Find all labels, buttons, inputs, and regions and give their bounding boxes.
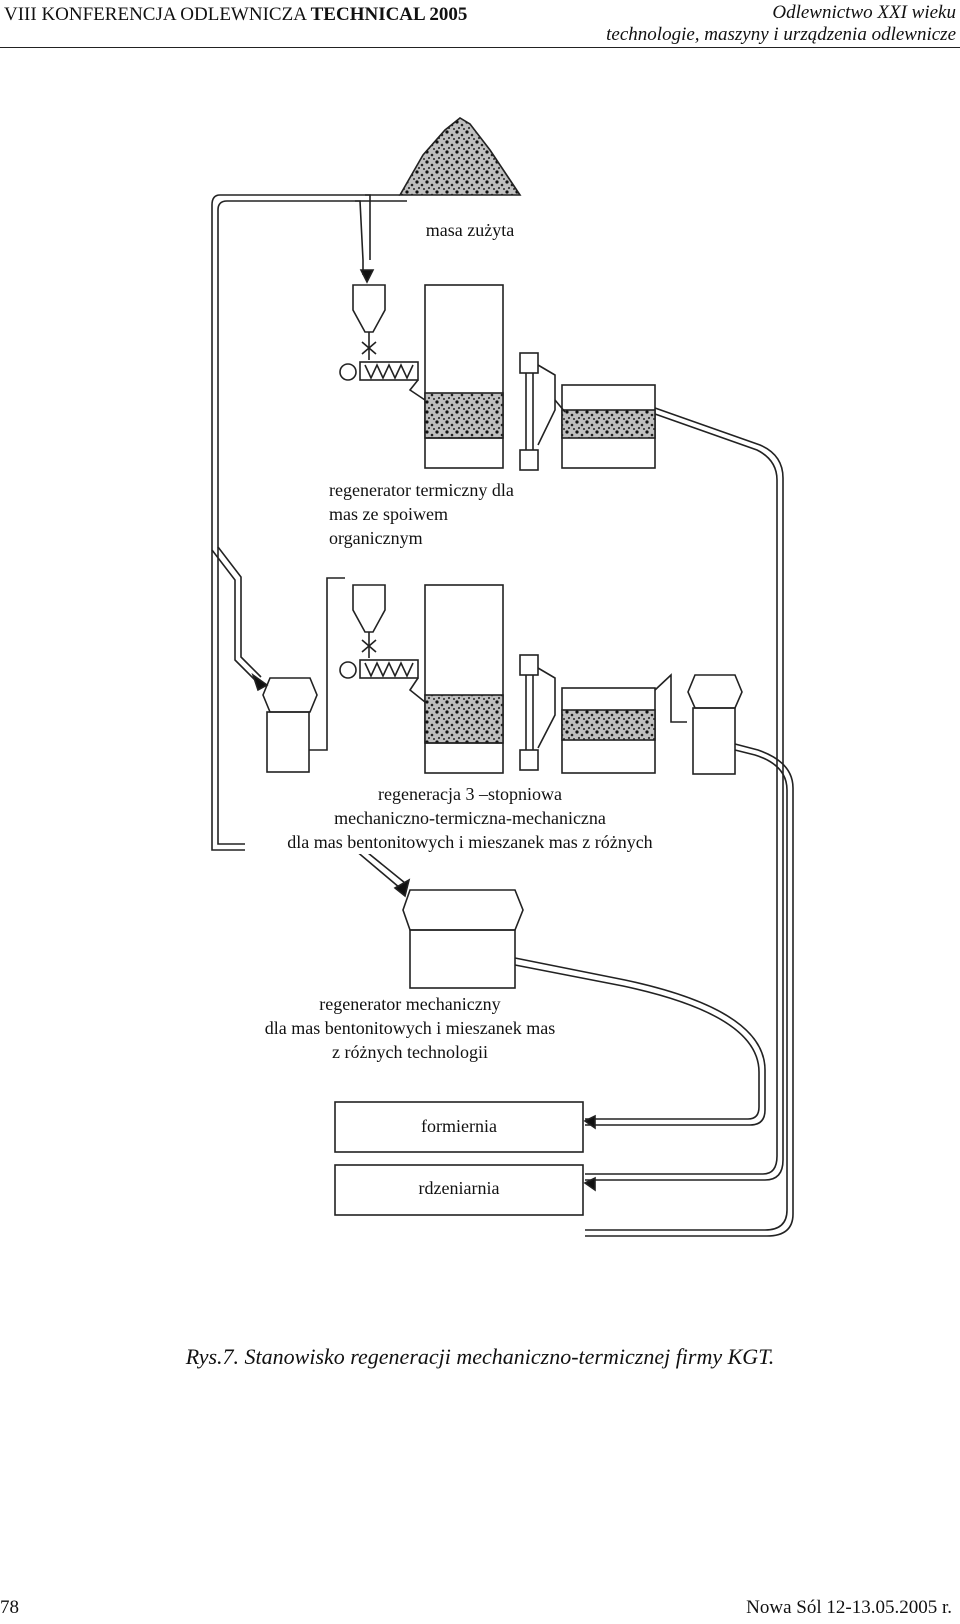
- header-divider: [0, 47, 960, 48]
- label-three-stage-regeneration: regeneracja 3 –stopniowa mechaniczno-ter…: [245, 782, 695, 854]
- mechanical-regenerator-main: [402, 889, 524, 931]
- hopper-2: [352, 584, 386, 633]
- arrow-moulding: [583, 1114, 596, 1130]
- motor-2: [339, 661, 357, 679]
- label-core-shop: rdzeniarnia: [337, 1176, 581, 1200]
- mechanical-regenerator-b: [687, 674, 743, 709]
- arrow-core: [583, 1176, 596, 1192]
- label-mechanical-line3: z różnych technologii: [332, 1042, 488, 1062]
- label-thermal-regenerator: regenerator termiczny dla mas ze spoiwem…: [329, 478, 549, 550]
- label-mechanical-regenerator: regenerator mechaniczny dla mas bentonit…: [220, 992, 600, 1064]
- page-header: VIII KONFERENCJA ODLEWNICZA TECHNICAL 20…: [0, 0, 960, 50]
- pipe-arrow-main: [393, 878, 411, 898]
- journal-title-line1: Odlewnictwo XXI wieku: [772, 2, 956, 23]
- label-waste-sand-text: masa zużyta: [425, 220, 515, 240]
- diagram-svg: [211, 117, 794, 1237]
- label-three-stage-line3: dla mas bentonitowych i mieszanek mas z …: [287, 832, 653, 852]
- pipe-arrow-hopper-1: [359, 269, 375, 284]
- pipe-arrow-mech-a: [251, 672, 269, 692]
- label-thermal-line3: organicznym: [329, 528, 423, 548]
- motor-1: [339, 363, 357, 381]
- label-thermal-line2: mas ze spoiwem: [329, 504, 448, 524]
- page-number: 78: [0, 1597, 19, 1618]
- label-three-stage-line1: regeneracja 3 –stopniowa: [378, 784, 562, 804]
- moulding-shop-box: [334, 1101, 584, 1153]
- mechanical-regenerator-a: [262, 677, 318, 713]
- conference-edition: TECHNICAL 2005: [310, 4, 468, 25]
- journal-title: Odlewnictwo XXI wieku technologie, maszy…: [606, 2, 956, 46]
- label-mechanical-line1: regenerator mechaniczny: [319, 994, 501, 1014]
- footer-place-date: Nowa Sól 12-13.05.2005 r.: [746, 1597, 952, 1618]
- label-waste-sand: masa zużyta: [395, 218, 545, 242]
- bucket-elevator-2: [519, 654, 539, 676]
- journal-title-line2: technologie, maszyny i urządzenia odlewn…: [606, 24, 956, 45]
- thermal-regenerator-2: [424, 584, 504, 774]
- waste-sand-pile: [398, 117, 522, 196]
- label-mechanical-line2: dla mas bentonitowych i mieszanek mas: [264, 1018, 556, 1038]
- hopper-1: [352, 284, 386, 333]
- bucket-elevator-1: [519, 352, 539, 374]
- thermal-regenerator: [424, 284, 504, 469]
- screw-feeder-1: [359, 361, 419, 381]
- core-shop-box: [334, 1164, 584, 1216]
- label-core-shop-text: rdzeniarnia: [418, 1178, 500, 1198]
- label-moulding-shop: formiernia: [337, 1114, 581, 1138]
- conference-name: VIII KONFERENCJA ODLEWNICZA: [4, 4, 306, 25]
- label-thermal-line1: regenerator termiczny dla: [329, 480, 514, 500]
- label-moulding-shop-text: formiernia: [421, 1116, 497, 1136]
- pipe-waste-left: [211, 194, 400, 681]
- figure-caption: Rys.7. Stanowisko regeneracji mechaniczn…: [185, 1344, 775, 1369]
- screw-feeder-2: [359, 659, 419, 679]
- conference-title: VIII KONFERENCJA ODLEWNICZA TECHNICAL 20…: [4, 4, 467, 26]
- regeneration-plant-diagram: masa zużyta regenerator termiczny dla ma…: [65, 110, 915, 1300]
- label-three-stage-line2: mechaniczno-termiczna-mechaniczna: [334, 808, 606, 828]
- pipe-right-1: [585, 407, 784, 1181]
